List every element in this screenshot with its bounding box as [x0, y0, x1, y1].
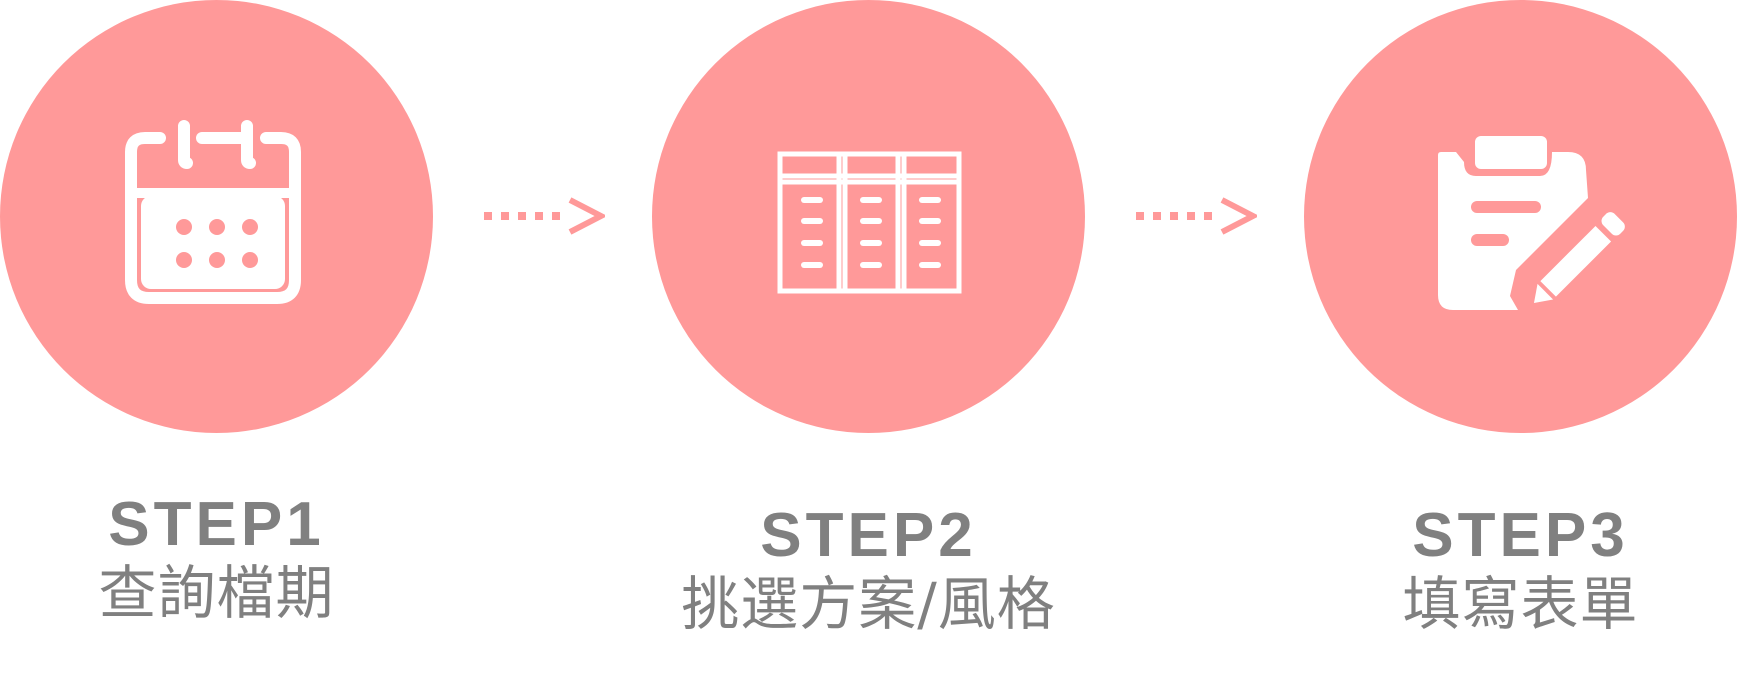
step2-label: STEP2 挑選方案/風格	[652, 501, 1085, 638]
table-icon	[777, 151, 962, 294]
clipboard-edit-icon	[1438, 136, 1625, 310]
step1-title: STEP1	[108, 490, 325, 559]
step1-description: 查詢檔期	[98, 559, 335, 627]
step2-circle	[652, 0, 1085, 433]
dotted-arrow-icon	[484, 197, 605, 235]
calendar-icon	[125, 120, 301, 304]
step3-title: STEP3	[1412, 501, 1629, 570]
step3-description: 填寫表單	[1402, 570, 1639, 638]
step1-label: STEP1 查詢檔期	[0, 490, 433, 627]
dotted-arrow-icon	[1136, 197, 1257, 235]
step3-label: STEP3 填寫表單	[1304, 501, 1737, 638]
step1-circle	[0, 0, 433, 433]
step3-circle	[1304, 0, 1737, 433]
step2-description: 挑選方案/風格	[681, 570, 1056, 638]
step2-title: STEP2	[760, 501, 977, 570]
